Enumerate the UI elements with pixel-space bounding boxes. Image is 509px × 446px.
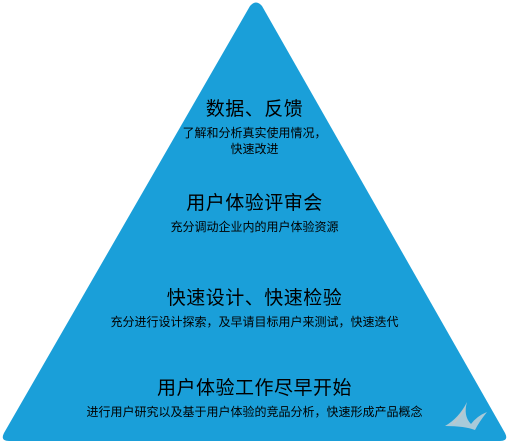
tier-description-line: 充分进行设计探索，及早请目标用户来测试，快速迭代 xyxy=(110,315,399,329)
tier-rapid-design: 快速设计、快速检验 充分进行设计探索，及早请目标用户来测试，快速迭代 xyxy=(0,287,509,330)
tier-description-line: 充分调动企业内的用户体验资源 xyxy=(170,220,339,234)
tier-description: 进行用户研究以及基于用户体验的竞品分析，快速形成产品概念 xyxy=(0,404,509,420)
tier-review: 用户体验评审会 充分调动企业内的用户体验资源 xyxy=(0,192,509,235)
tier-early-start: 用户体验工作尽早开始 进行用户研究以及基于用户体验的竞品分析，快速形成产品概念 xyxy=(0,377,509,420)
pyramid-triangle xyxy=(2,2,507,441)
tier-description-line: 快速改进 xyxy=(230,142,279,156)
tier-description-line: 了解和分析真实使用情况， xyxy=(182,126,327,140)
tier-description: 了解和分析真实使用情况， 快速改进 xyxy=(0,125,509,157)
tier-description-line: 进行用户研究以及基于用户体验的竞品分析，快速形成产品概念 xyxy=(86,405,423,419)
tier-description: 充分进行设计探索，及早请目标用户来测试，快速迭代 xyxy=(0,314,509,330)
tier-title: 快速设计、快速检验 xyxy=(166,287,343,309)
tier-title: 数据、反馈 xyxy=(205,98,304,120)
tier-feedback: 数据、反馈 了解和分析真实使用情况， 快速改进 xyxy=(0,98,509,157)
watermark-logo-icon xyxy=(445,402,487,430)
tier-description: 充分调动企业内的用户体验资源 xyxy=(0,219,509,235)
tier-title: 用户体验工作尽早开始 xyxy=(156,377,352,399)
tier-title: 用户体验评审会 xyxy=(186,192,323,214)
